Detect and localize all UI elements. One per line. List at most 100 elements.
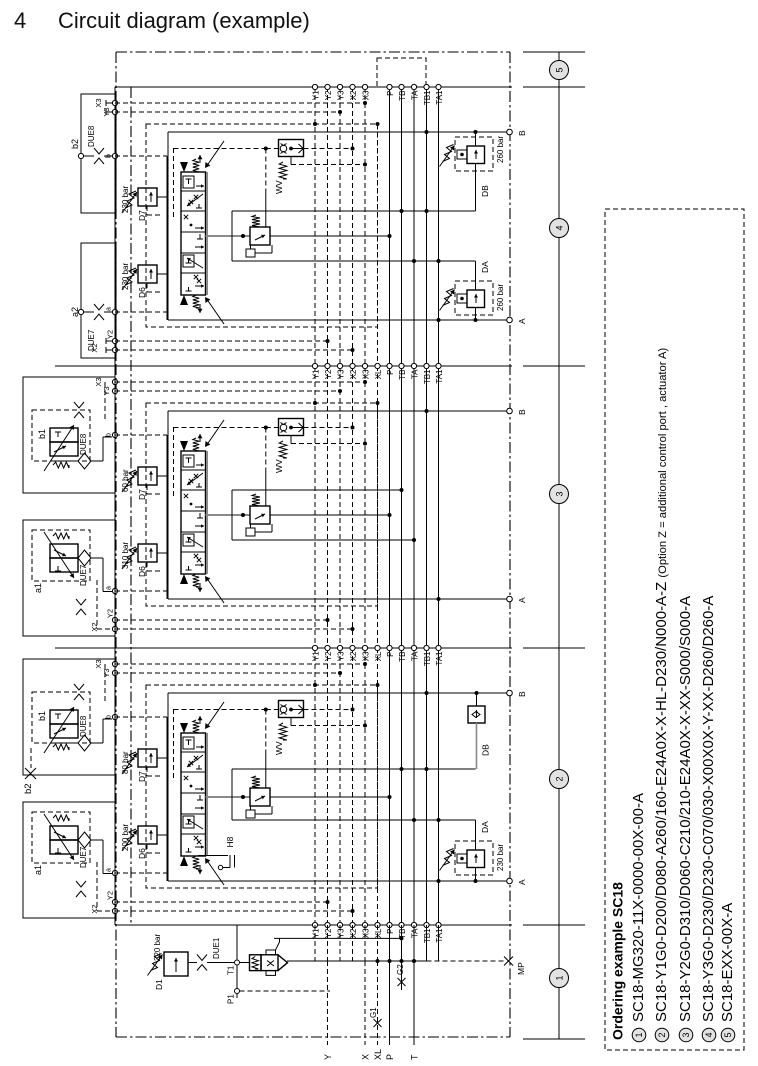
svg-text:G1: G1 [369, 1007, 378, 1018]
svg-text:WV: WV [274, 459, 284, 473]
svg-text:b2: b2 [23, 783, 34, 794]
svg-text:D1: D1 [154, 979, 164, 990]
svg-text:X2: X2 [349, 928, 358, 938]
svg-text:TB: TB [398, 91, 407, 101]
svg-text:X2: X2 [349, 651, 358, 661]
svg-text:XL: XL [373, 1049, 383, 1060]
svg-text:X3: X3 [362, 369, 371, 379]
svg-text:3: 3 [555, 491, 565, 496]
svg-text:Y3: Y3 [102, 386, 111, 395]
svg-text:DUE8: DUE8 [79, 433, 88, 455]
svg-text:DUE7: DUE7 [79, 846, 88, 868]
svg-text:B: B [517, 409, 527, 415]
svg-text:P: P [386, 370, 395, 375]
svg-text:3: 3 [681, 1032, 691, 1037]
svg-text:DA: DA [480, 821, 490, 833]
svg-text:Y2: Y2 [324, 90, 333, 100]
svg-text:MP: MP [516, 962, 526, 975]
svg-text:TA: TA [411, 369, 420, 379]
svg-text:260 bar: 260 bar [496, 284, 505, 311]
svg-text:Y1: Y1 [312, 651, 321, 661]
svg-text:X3: X3 [94, 659, 103, 668]
svg-text:Y1: Y1 [312, 928, 321, 938]
svg-text:D6: D6 [137, 287, 147, 298]
svg-text:DUE1: DUE1 [212, 937, 221, 959]
svg-text:Y2: Y2 [324, 369, 333, 379]
svg-text:a: a [106, 307, 113, 311]
svg-text:Y: Y [323, 1054, 333, 1060]
svg-text:A: A [517, 597, 527, 603]
svg-text:D6: D6 [137, 848, 147, 859]
svg-text:XL: XL [374, 651, 383, 661]
svg-text:P: P [385, 1054, 395, 1060]
svg-text:DB: DB [480, 185, 490, 197]
svg-text:TB: TB [398, 929, 407, 939]
svg-text:200 bar: 200 bar [121, 824, 130, 851]
svg-text:230 bar: 230 bar [121, 263, 130, 290]
svg-text:TB1: TB1 [423, 928, 432, 943]
svg-text:D6: D6 [137, 566, 147, 577]
svg-text:b: b [106, 715, 113, 719]
svg-text:XL: XL [374, 369, 383, 379]
svg-text:Y2: Y2 [106, 330, 115, 339]
svg-text:Y2: Y2 [106, 609, 115, 618]
svg-text:SC18-EXX-00X-A: SC18-EXX-00X-A [719, 903, 736, 1022]
svg-text:a2: a2 [70, 307, 80, 317]
svg-text:SC18-Y1G0-D200/D080-A260/160-E: SC18-Y1G0-D200/D080-A260/160-E24A0X-X-HL… [653, 348, 670, 1022]
svg-text:b2: b2 [70, 139, 80, 149]
svg-text:a1: a1 [33, 583, 43, 593]
svg-text:WV: WV [274, 741, 284, 755]
svg-text:a: a [106, 868, 113, 872]
svg-text:a1: a1 [33, 865, 43, 875]
svg-text:B: B [517, 130, 527, 136]
svg-text:5: 5 [723, 1032, 733, 1037]
svg-text:X2: X2 [349, 90, 358, 100]
svg-text:TB: TB [398, 370, 407, 380]
svg-text:DUE8: DUE8 [79, 715, 88, 737]
svg-text:XL: XL [374, 928, 383, 938]
svg-text:4: 4 [555, 225, 565, 230]
svg-text:H8: H8 [225, 836, 235, 847]
svg-text:Y3: Y3 [102, 668, 111, 677]
svg-text:X2: X2 [90, 622, 99, 631]
svg-text:P: P [386, 652, 395, 657]
svg-text:DB: DB [481, 744, 491, 756]
svg-text:Y1: Y1 [312, 90, 321, 100]
svg-text:SC18-Y2G0-D310/D060-C210/210-E: SC18-Y2G0-D310/D060-C210/210-E24A0X-X-XX… [677, 596, 694, 1022]
svg-text:Y3: Y3 [337, 928, 346, 938]
svg-text:TA1: TA1 [435, 651, 444, 666]
svg-text:TB1: TB1 [423, 651, 432, 666]
svg-text:b1: b1 [37, 429, 47, 439]
svg-text:Y1: Y1 [312, 369, 321, 379]
svg-text:2: 2 [555, 776, 565, 781]
svg-text:TA: TA [411, 928, 420, 938]
svg-text:X2: X2 [90, 904, 99, 913]
svg-text:TA: TA [411, 651, 420, 661]
svg-text:230 bar: 230 bar [496, 844, 505, 871]
svg-text:Y3: Y3 [337, 651, 346, 661]
svg-text:B: B [517, 691, 527, 697]
svg-text:P1: P1 [227, 994, 236, 1004]
svg-text:Y3: Y3 [337, 90, 346, 100]
svg-text:X3: X3 [362, 928, 371, 938]
svg-text:X: X [361, 1054, 371, 1060]
svg-text:TA1: TA1 [435, 928, 444, 943]
svg-text:T1: T1 [227, 965, 236, 975]
svg-text:b1: b1 [37, 711, 47, 721]
svg-text:WV: WV [274, 180, 284, 194]
svg-text:SC18-Y3G0-D230/D230-C070/030-X: SC18-Y3G0-D230/D230-C070/030-X00X0X-Y-XX… [700, 596, 717, 1022]
svg-text:TA1: TA1 [435, 369, 444, 384]
svg-text:310 bar: 310 bar [121, 542, 130, 569]
svg-text:TB1: TB1 [423, 369, 432, 384]
svg-text:A: A [517, 318, 527, 324]
svg-text:TB1: TB1 [423, 90, 432, 105]
svg-text:80 bar: 80 bar [121, 751, 130, 774]
svg-text:G2: G2 [396, 964, 405, 975]
svg-text:5: 5 [555, 67, 565, 72]
svg-text:320 bar: 320 bar [153, 934, 162, 961]
svg-text:A: A [517, 879, 527, 885]
svg-text:230 bar: 230 bar [121, 186, 130, 213]
svg-text:Y2: Y2 [324, 651, 333, 661]
svg-text:Ordering example SC18: Ordering example SC18 [610, 882, 626, 1040]
svg-text:X2: X2 [349, 369, 358, 379]
